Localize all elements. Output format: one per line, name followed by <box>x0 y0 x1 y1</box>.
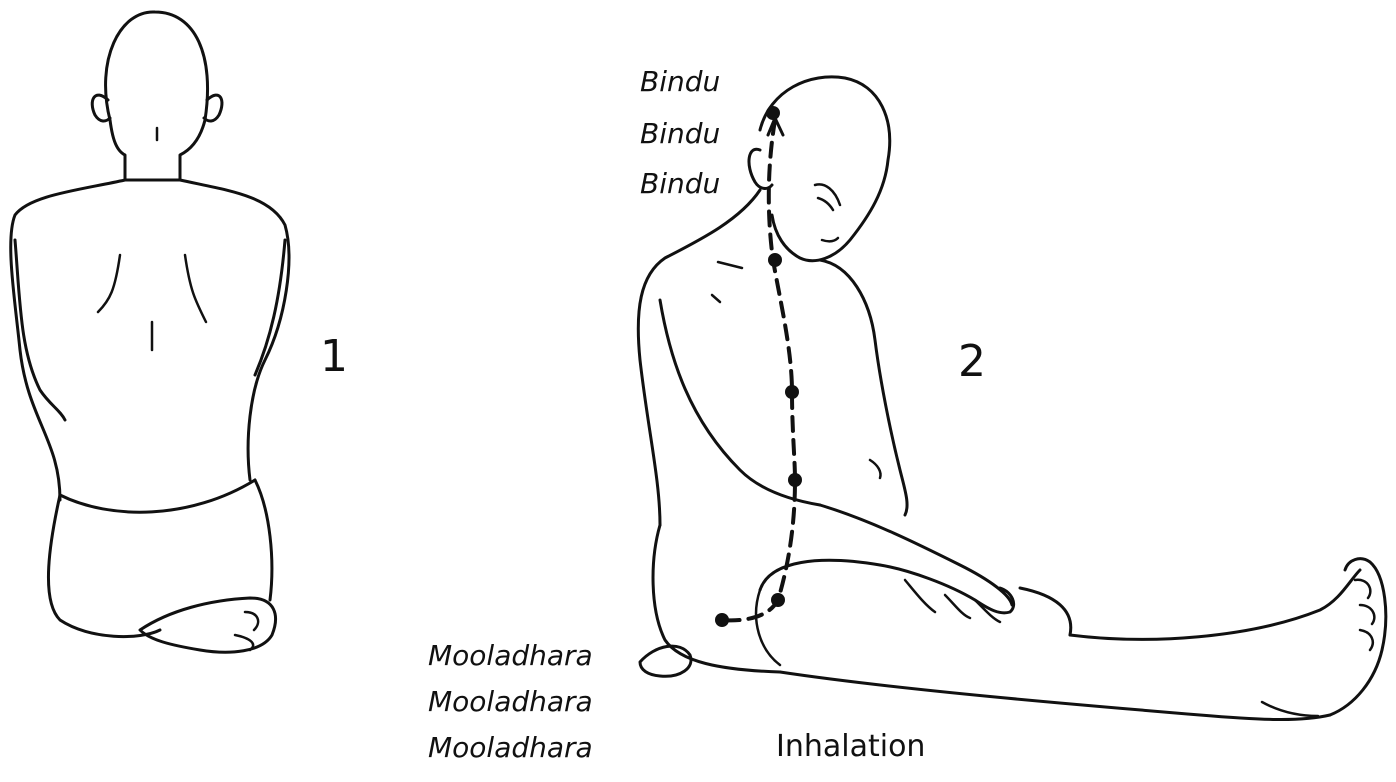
bindu-label-2: Bindu <box>640 120 720 148</box>
mooladhara-label-3: Mooladhara <box>428 734 593 762</box>
figure-2-eye <box>818 198 833 210</box>
figure-2-leg-bottom <box>780 672 1330 720</box>
figure-1-foot <box>140 598 276 652</box>
point-mooladhara <box>715 613 729 627</box>
point-swadhisthana <box>771 593 785 607</box>
figure-1-arm-right <box>255 240 285 375</box>
figure-2-toes <box>1355 580 1374 650</box>
inhalation-caption: Inhalation <box>776 732 925 762</box>
figure-2-number: 2 <box>958 340 986 384</box>
figure-2-fingers <box>905 580 1000 622</box>
figure-1-shoulder-blade-left <box>98 255 120 312</box>
seated-figure-forward-bend <box>638 77 1386 720</box>
figure-2-thigh <box>760 560 1071 635</box>
figure-2-foot <box>1330 559 1386 715</box>
bindu-label-1: Bindu <box>640 68 720 96</box>
figure-2-tucked-foot <box>640 646 691 676</box>
figure-2-front-torso <box>820 260 907 515</box>
figure-2-shoulder-line <box>718 262 742 268</box>
point-throat <box>768 253 782 267</box>
mooladhara-label-1: Mooladhara <box>428 642 593 670</box>
mooladhara-label-2: Mooladhara <box>428 688 593 716</box>
figure-2-hand <box>880 565 1014 613</box>
figure-2-heel-line <box>1262 702 1318 716</box>
bindu-label-3: Bindu <box>640 170 720 198</box>
seated-figure-back-view <box>11 12 289 652</box>
figure-1-toes <box>235 612 258 650</box>
figure-2-hip <box>653 525 780 672</box>
figure-2-chest-line <box>712 295 720 302</box>
figure-2-forearm <box>820 505 1012 605</box>
path-spine <box>722 120 795 620</box>
figure-1-waistband <box>60 480 255 512</box>
figure-1-arm-left <box>15 240 65 420</box>
figure-2-back <box>638 190 760 525</box>
point-bindu <box>766 106 780 120</box>
figure-2-head <box>760 77 890 261</box>
figure-2-leg-top <box>1070 570 1360 639</box>
point-heart <box>785 385 799 399</box>
figure-2-elbow <box>870 460 881 478</box>
figure-2-mouth <box>822 238 838 241</box>
figure-1-head <box>106 12 208 180</box>
figure-1-shoulder-blade-right <box>185 255 206 322</box>
figure-1-number: 1 <box>320 335 348 379</box>
point-navel <box>788 473 802 487</box>
figure-1-torso <box>11 180 289 500</box>
